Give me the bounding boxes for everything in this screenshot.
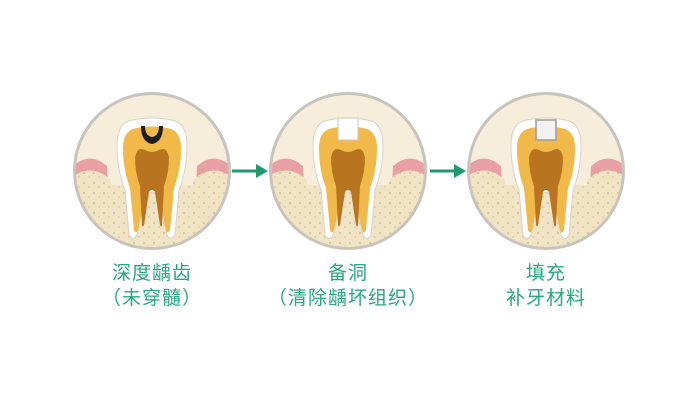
arrow-right-icon [430,162,466,184]
tooth-illustration-filling [465,90,627,252]
step-subtitle: 补牙材料 [505,287,586,309]
tooth-illustration-deep-caries [71,90,233,252]
caption-deep-caries: 深度龋齿 （未穿髓） [51,261,253,311]
arrow-right-icon [232,162,268,184]
step-deep-caries: 深度龋齿 （未穿髓） [71,90,233,309]
step-cavity-preparation: 备洞 （清除龋坏组织） [267,90,429,309]
step-title: 填充 [525,262,566,284]
caption-cavity-preparation: 备洞 （清除龋坏组织） [247,261,449,311]
tooth-illustration-cavity-preparation [267,90,429,252]
caption-filling: 填充 补牙材料 [445,261,647,311]
step-title: 深度龋齿 [111,262,192,284]
step-subtitle: （清除龋坏组织） [267,287,428,309]
step-filling: 填充 补牙材料 [465,90,627,309]
step-title: 备洞 [327,262,368,284]
step-subtitle: （未穿髓） [101,287,202,309]
